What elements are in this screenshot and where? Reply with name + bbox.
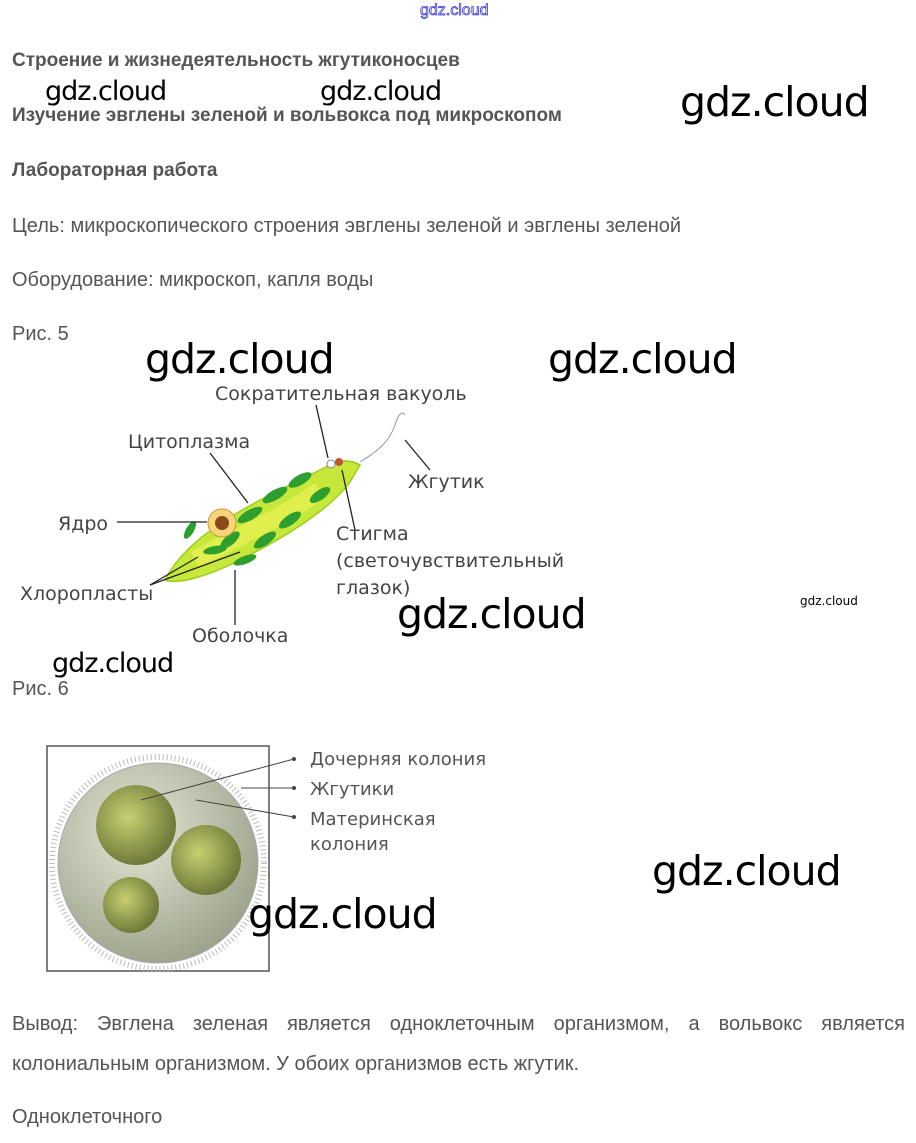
euglena-diagram: Сократительная вакуоль Цитоплазма Жгутик… <box>20 383 564 647</box>
figure6-caption: Рис. 6 <box>12 678 69 700</box>
label-membrane: Оболочка <box>192 625 288 647</box>
pointer-lines <box>117 404 431 625</box>
volvox-diagram: Дочерняя колония Жгутики Материнская кол… <box>46 745 486 972</box>
watermark: gdz.cloud <box>680 78 870 126</box>
watermark: gdz.cloud <box>45 76 167 107</box>
label-mother-colony-1: Материнская <box>310 809 436 830</box>
watermark: gdz.cloud <box>320 76 442 107</box>
label-chloroplasts: Хлоропласты <box>20 583 153 605</box>
label-stigma-desc2: глазок) <box>336 577 410 599</box>
equipment-text: Оборудование: микроскоп, капля воды <box>12 269 374 291</box>
conclusion-text: Вывод: Эвглена зеленая является одноклет… <box>12 1013 905 1075</box>
label-daughter-colony: Дочерняя колония <box>310 749 486 770</box>
heading-study: Изучение эвглены зеленой и вольвокса под… <box>12 105 562 126</box>
figure5-caption: Рис. 5 <box>12 323 69 345</box>
goal-text: Цель: микроскопического строения эвглены… <box>12 215 682 237</box>
heading-lab: Лабораторная работа <box>12 160 218 181</box>
watermark: gdz.cloud <box>397 590 587 638</box>
watermark: gdz.cloud <box>52 648 174 679</box>
watermark: gdz.cloud <box>248 890 438 938</box>
heading-topic: Строение и жизнедеятельность жгутиконосц… <box>12 50 460 71</box>
label-stigma: Стигма <box>336 523 409 545</box>
answer-text: Одноклеточного <box>12 1106 163 1128</box>
label-vacuole: Сократительная вакуоль <box>215 383 467 405</box>
daughter-colony <box>171 825 241 895</box>
label-nucleus: Ядро <box>58 513 108 535</box>
watermark: gdz.cloud <box>800 594 858 608</box>
label-mother-colony-2: колония <box>310 834 389 855</box>
label-flagella: Жгутики <box>310 779 394 800</box>
label-flagellum: Жгутик <box>408 471 485 493</box>
daughter-colony <box>103 877 159 933</box>
watermark: gdz.cloud <box>145 335 335 383</box>
top-site-link[interactable]: gdz.cloud <box>420 2 489 20</box>
euglena-body <box>163 412 406 582</box>
daughter-colony <box>96 785 176 865</box>
label-stigma-desc1: (светочувствительный <box>336 550 564 572</box>
watermark: gdz.cloud <box>548 335 738 383</box>
watermark: gdz.cloud <box>652 847 842 895</box>
label-cytoplasm: Цитоплазма <box>128 431 250 453</box>
